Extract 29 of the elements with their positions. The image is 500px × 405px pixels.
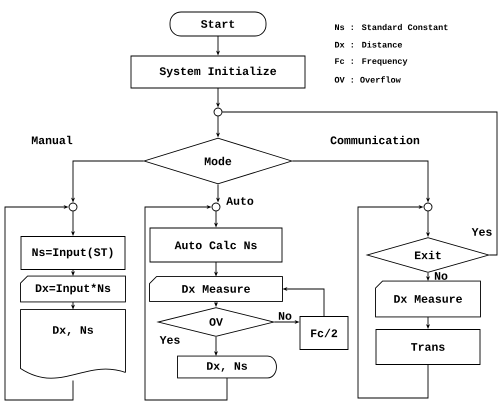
edge-label: Yes	[160, 336, 180, 344]
edge-label: No	[278, 312, 292, 320]
edge-label: Yes	[472, 228, 492, 236]
process-box: System Initialize	[130, 56, 306, 88]
junction-circle	[424, 202, 432, 212]
display-box: Dx, Ns	[177, 356, 277, 378]
edge-label: Manual	[32, 136, 72, 144]
junction-circle	[214, 108, 222, 116]
arrow	[358, 204, 428, 398]
process-box: Auto Calc Ns	[150, 228, 282, 262]
arrow	[144, 204, 228, 400]
abbreviation-note: Fc : Frequency	[335, 58, 408, 66]
input-box: Dx=Input*Ns	[20, 276, 126, 302]
junction-circle	[212, 202, 220, 212]
junction-circle	[68, 202, 78, 212]
abbreviation-note: Dx : Distance	[335, 41, 402, 48]
edge-label: No	[434, 272, 448, 280]
edge-label: Auto	[226, 197, 254, 205]
input-box: Dx Measure	[375, 280, 481, 318]
arrow	[4, 204, 74, 400]
process-box: Trans	[376, 329, 480, 365]
edge-label: Communication	[330, 136, 420, 144]
abbreviation-note: OV : Overflow	[334, 76, 401, 83]
document-box: Dx, Ns	[20, 309, 126, 379]
abbreviation-note: Ns : Standard Constant	[335, 24, 448, 30]
terminal-box: Start	[170, 12, 266, 36]
process-box: Ns=Input(ST)	[20, 236, 126, 270]
input-box: Dx Measure	[149, 276, 283, 302]
process-box: Fc/2	[300, 316, 348, 350]
